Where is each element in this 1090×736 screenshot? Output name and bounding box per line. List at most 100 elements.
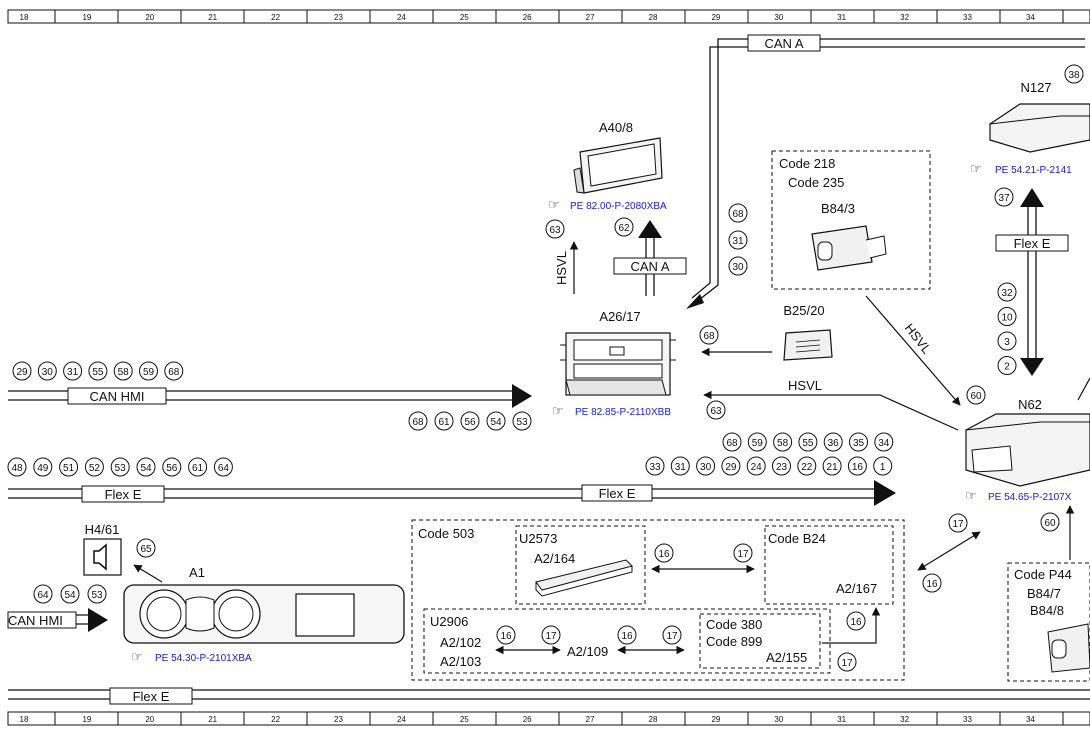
callout-circle: [822, 456, 842, 476]
b84-7-label: B84/7: [1027, 586, 1061, 601]
a2-102-label: A2/102: [440, 635, 481, 650]
n127-label: N127: [1020, 80, 1051, 95]
callout-circle: [645, 456, 665, 476]
hsvl-link-b84-3: HSVL 60: [865, 295, 986, 406]
circle-label: 16: [500, 631, 512, 642]
ruler-label: 20: [145, 13, 154, 22]
callout-circle: [997, 307, 1017, 326]
circle-label: 60: [1044, 518, 1056, 529]
ruler-label: 28: [649, 715, 658, 724]
ruler-label: 31: [837, 715, 846, 724]
ruler-label: 23: [334, 13, 343, 22]
code-p44-group: Code P44 B84/7 B84/8: [1007, 562, 1090, 682]
ruler-label: 20: [145, 715, 154, 724]
ruler-label: 32: [900, 13, 909, 22]
circle-label: 54: [64, 590, 76, 601]
circle-label: 59: [143, 367, 155, 378]
pointer-icon: ☞: [131, 649, 143, 664]
ruler-label: 29: [711, 13, 720, 22]
callout-circle: [110, 457, 130, 477]
can-a-label: CAN A: [764, 36, 803, 51]
code-p44-label: Code P44: [1014, 567, 1072, 582]
callout-circle: [722, 432, 742, 452]
circle-label: 56: [166, 463, 178, 474]
callout-circle: [849, 432, 868, 452]
camera-icon: [1047, 623, 1090, 673]
a2-103-label: A2/103: [440, 654, 481, 669]
circle-label: 24: [751, 462, 763, 473]
callout-circle: [997, 282, 1017, 302]
circle-label: 22: [801, 462, 813, 473]
code-503-group: Code 503 U2573 A2/164 16 17 Code B24 A2/…: [411, 519, 905, 681]
callout-circle: [773, 432, 793, 452]
a26-17-ref: PE 82.85-P-2110XBB: [575, 407, 671, 418]
ruler-label: 28: [649, 13, 658, 22]
u2906-label: U2906: [430, 614, 468, 629]
circle-label: 68: [412, 417, 424, 428]
can-a-circles: 68 31 30: [728, 203, 748, 276]
ruler-label: 34: [1026, 13, 1035, 22]
hsvl-label-mid: HSVL: [788, 378, 822, 393]
b25-20-label: B25/20: [783, 303, 824, 318]
callout-circle: [139, 361, 158, 381]
circle-label: 29: [16, 367, 28, 378]
callout-circle: [33, 457, 53, 477]
callout-circle: [874, 432, 894, 452]
a26-17-label: A26/17: [599, 309, 640, 324]
callout-circle: [113, 361, 133, 381]
circle-label: 2: [1004, 362, 1010, 373]
circle-label: 3: [1004, 337, 1010, 348]
circle-label: 31: [67, 367, 79, 378]
a1-ref: PE 54.30-P-2101XBA: [155, 653, 252, 664]
callout-circle: [88, 361, 108, 381]
callout-circle: [460, 411, 480, 431]
ruler-label: 30: [774, 13, 783, 22]
n62-component: N62 ☞ PE 54.65-P-2107X 17 16 60: [917, 377, 1090, 593]
n62-label: N62: [1018, 397, 1042, 412]
callout-circle: [746, 456, 766, 476]
b84-3-label: B84/3: [821, 201, 855, 216]
ruler-label: 29: [711, 715, 720, 724]
code-218-group: Code 218 Code 235 B84/3: [771, 150, 931, 290]
ruler-label: 25: [460, 13, 469, 22]
callout-circle: [213, 457, 233, 477]
callout-circle: [59, 457, 79, 477]
pointer-icon: ☞: [970, 161, 982, 176]
circle-label: 17: [666, 631, 678, 642]
u2573-label: U2573: [519, 531, 557, 546]
circle-label: 30: [42, 367, 54, 378]
callout-circle: [772, 456, 791, 476]
circle-label: 52: [89, 463, 101, 474]
circle-label: 68: [703, 331, 715, 342]
ruler-label: 24: [397, 13, 406, 22]
circle-label: 61: [438, 417, 450, 428]
a2-164-label: A2/164: [534, 551, 575, 566]
ruler-label: 26: [523, 13, 532, 22]
flex-e-label-vert: Flex E: [1014, 236, 1051, 251]
sensor-icon: [783, 329, 833, 361]
circle-label: 34: [878, 438, 890, 449]
circle-label: 61: [192, 463, 204, 474]
ruler-label: 21: [208, 13, 217, 22]
flex-e-label-right: Flex E: [599, 486, 636, 501]
can-a-label-2: CAN A: [630, 259, 669, 274]
ruler-label: 23: [334, 715, 343, 724]
circle-label: 55: [92, 367, 104, 378]
callout-circle: [136, 457, 156, 477]
circle-label: 48: [11, 463, 23, 474]
a1-label: A1: [189, 565, 205, 580]
code-218-label: Code 218: [779, 156, 835, 171]
circle-label: 38: [1068, 70, 1080, 81]
callout-circle: [33, 584, 53, 604]
callout-circle: [670, 456, 690, 476]
circle-label: 64: [218, 463, 230, 474]
b25-20-component: B25/20 68: [699, 303, 833, 361]
circle-label: 17: [545, 631, 557, 642]
callout-circle: [162, 457, 182, 477]
ruler-label: 19: [82, 13, 91, 22]
callout-circle: [60, 584, 80, 604]
callout-circle: [798, 432, 818, 452]
